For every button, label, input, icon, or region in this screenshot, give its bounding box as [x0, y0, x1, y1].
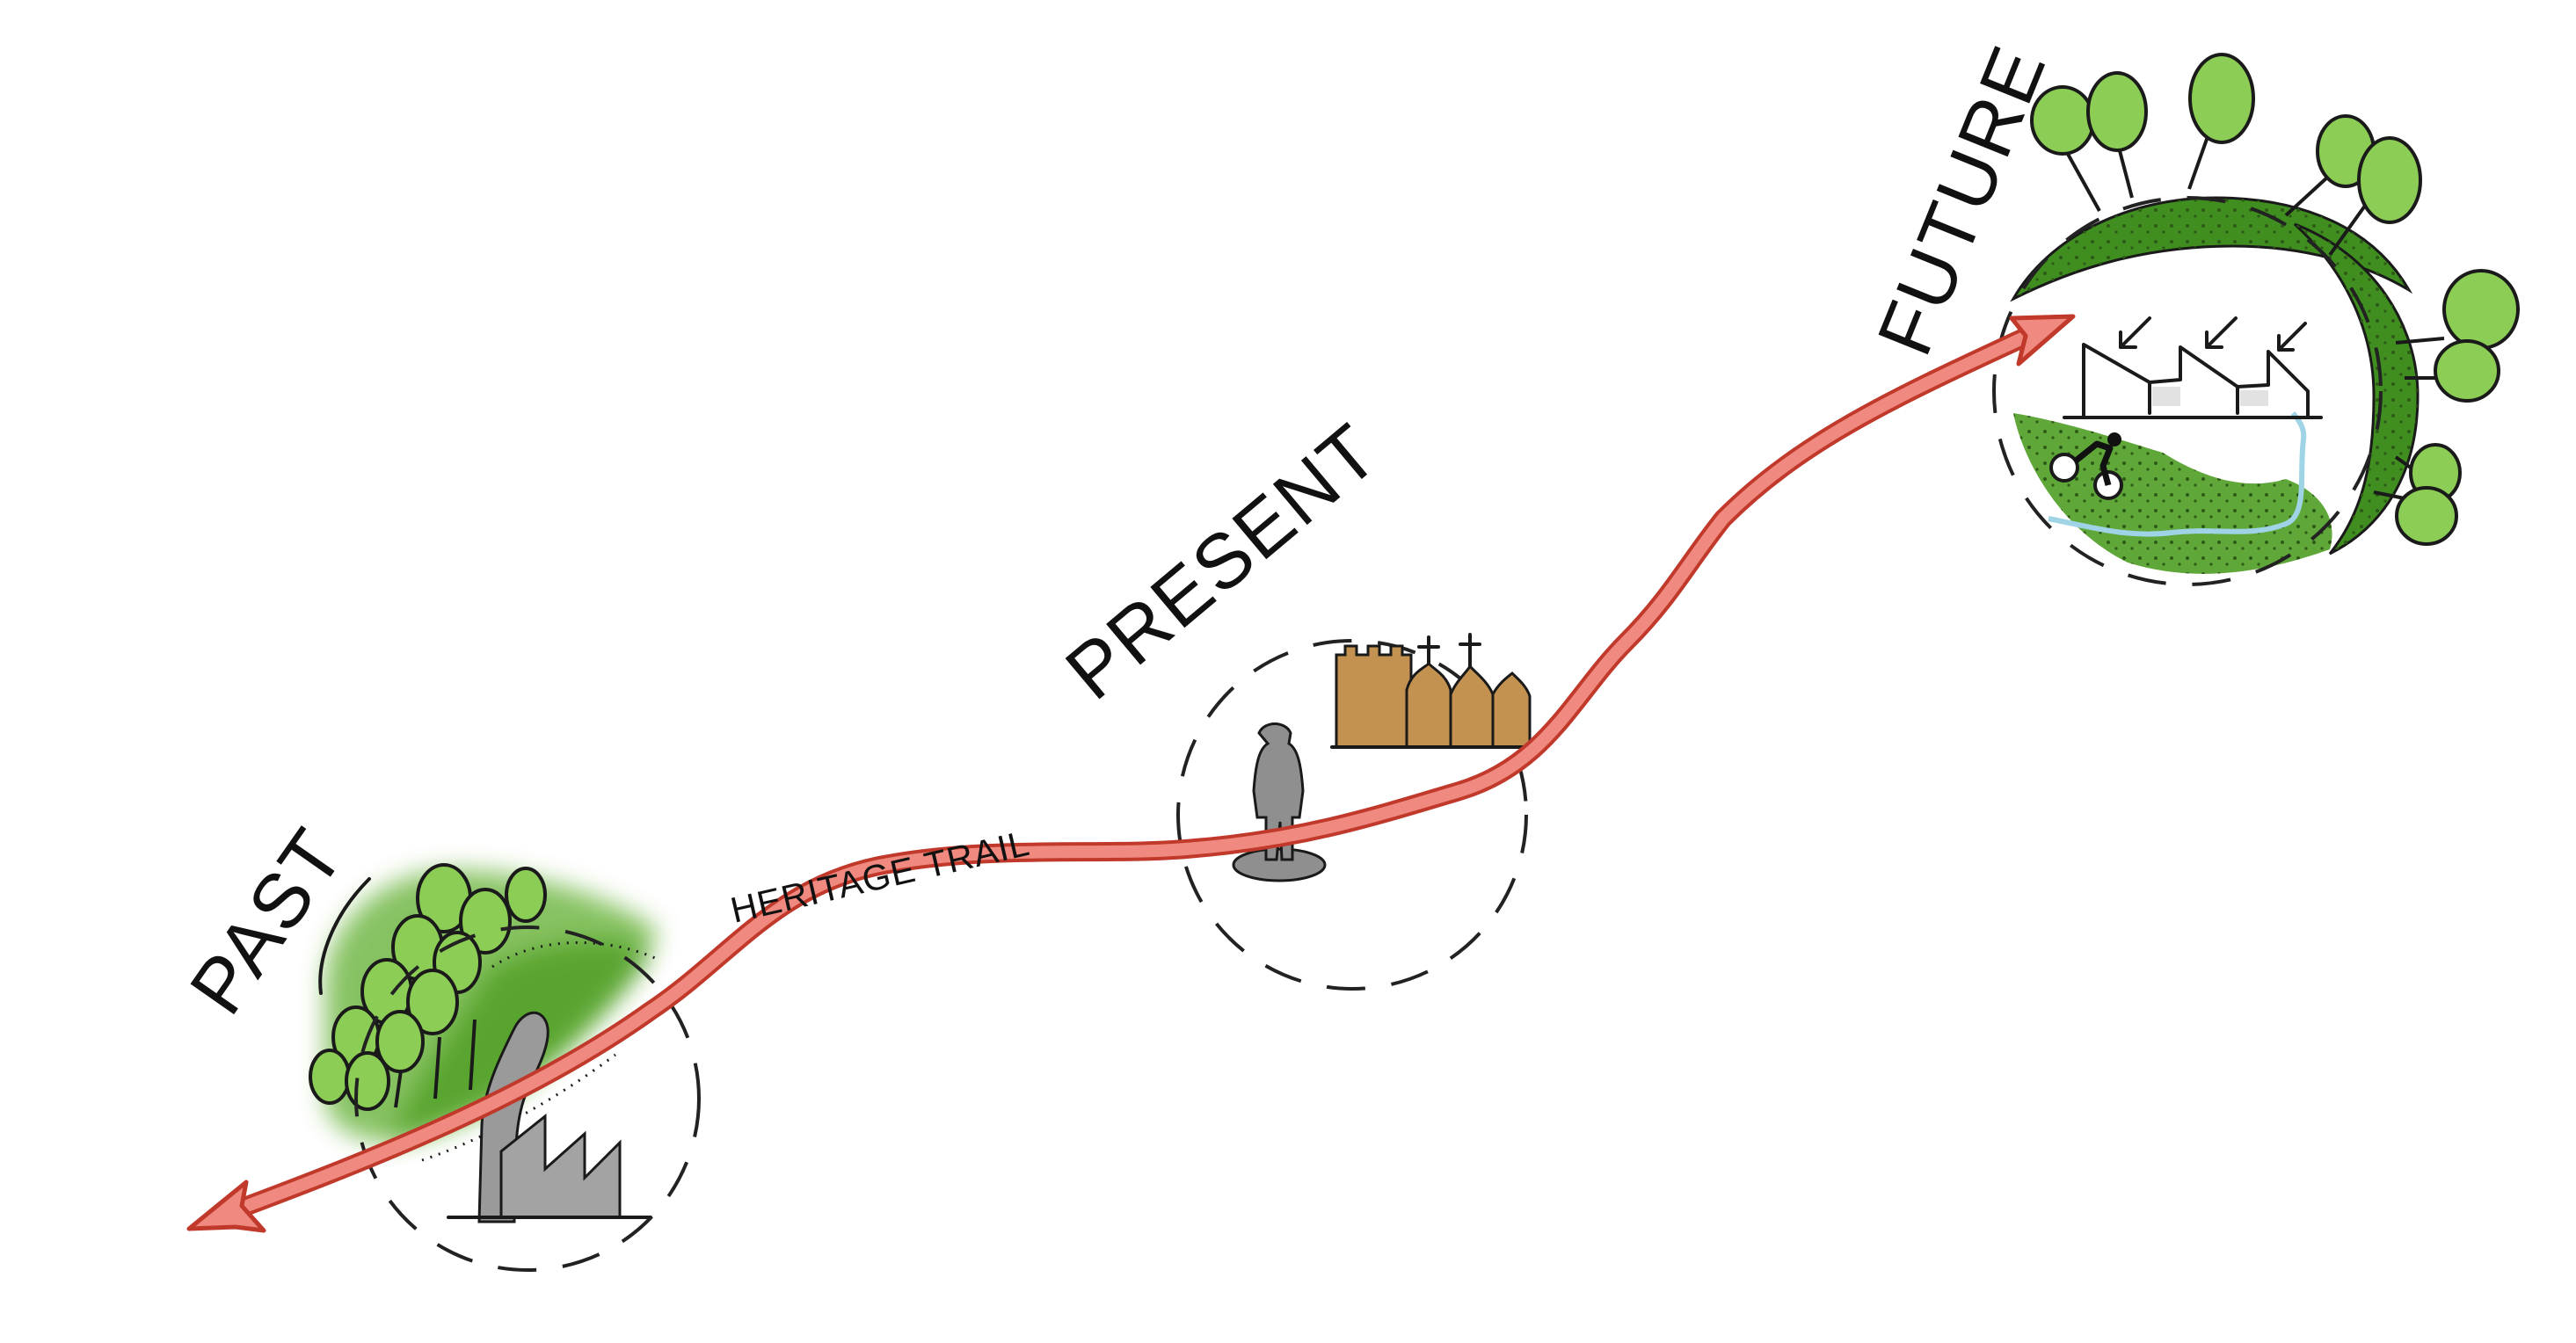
tree-icon	[2359, 138, 2420, 222]
factory-icon	[501, 1116, 620, 1217]
tree-icon	[2397, 488, 2456, 544]
statue-base-icon	[1233, 849, 1325, 881]
tree-icon	[2435, 341, 2499, 401]
solar-factory-icon	[2064, 345, 2321, 417]
tree-icon	[346, 1053, 389, 1109]
church-icon	[1332, 635, 1534, 747]
tree-icon	[2444, 271, 2518, 348]
tree-icon	[2088, 73, 2146, 150]
tree-icon	[310, 1050, 349, 1103]
past-scene	[310, 865, 699, 1270]
tree-icon	[2190, 54, 2253, 142]
sun-arrows-icon	[2121, 318, 2305, 350]
tree-icon	[506, 868, 545, 921]
trail-label: HERITAGE TRAIL	[727, 823, 1034, 931]
